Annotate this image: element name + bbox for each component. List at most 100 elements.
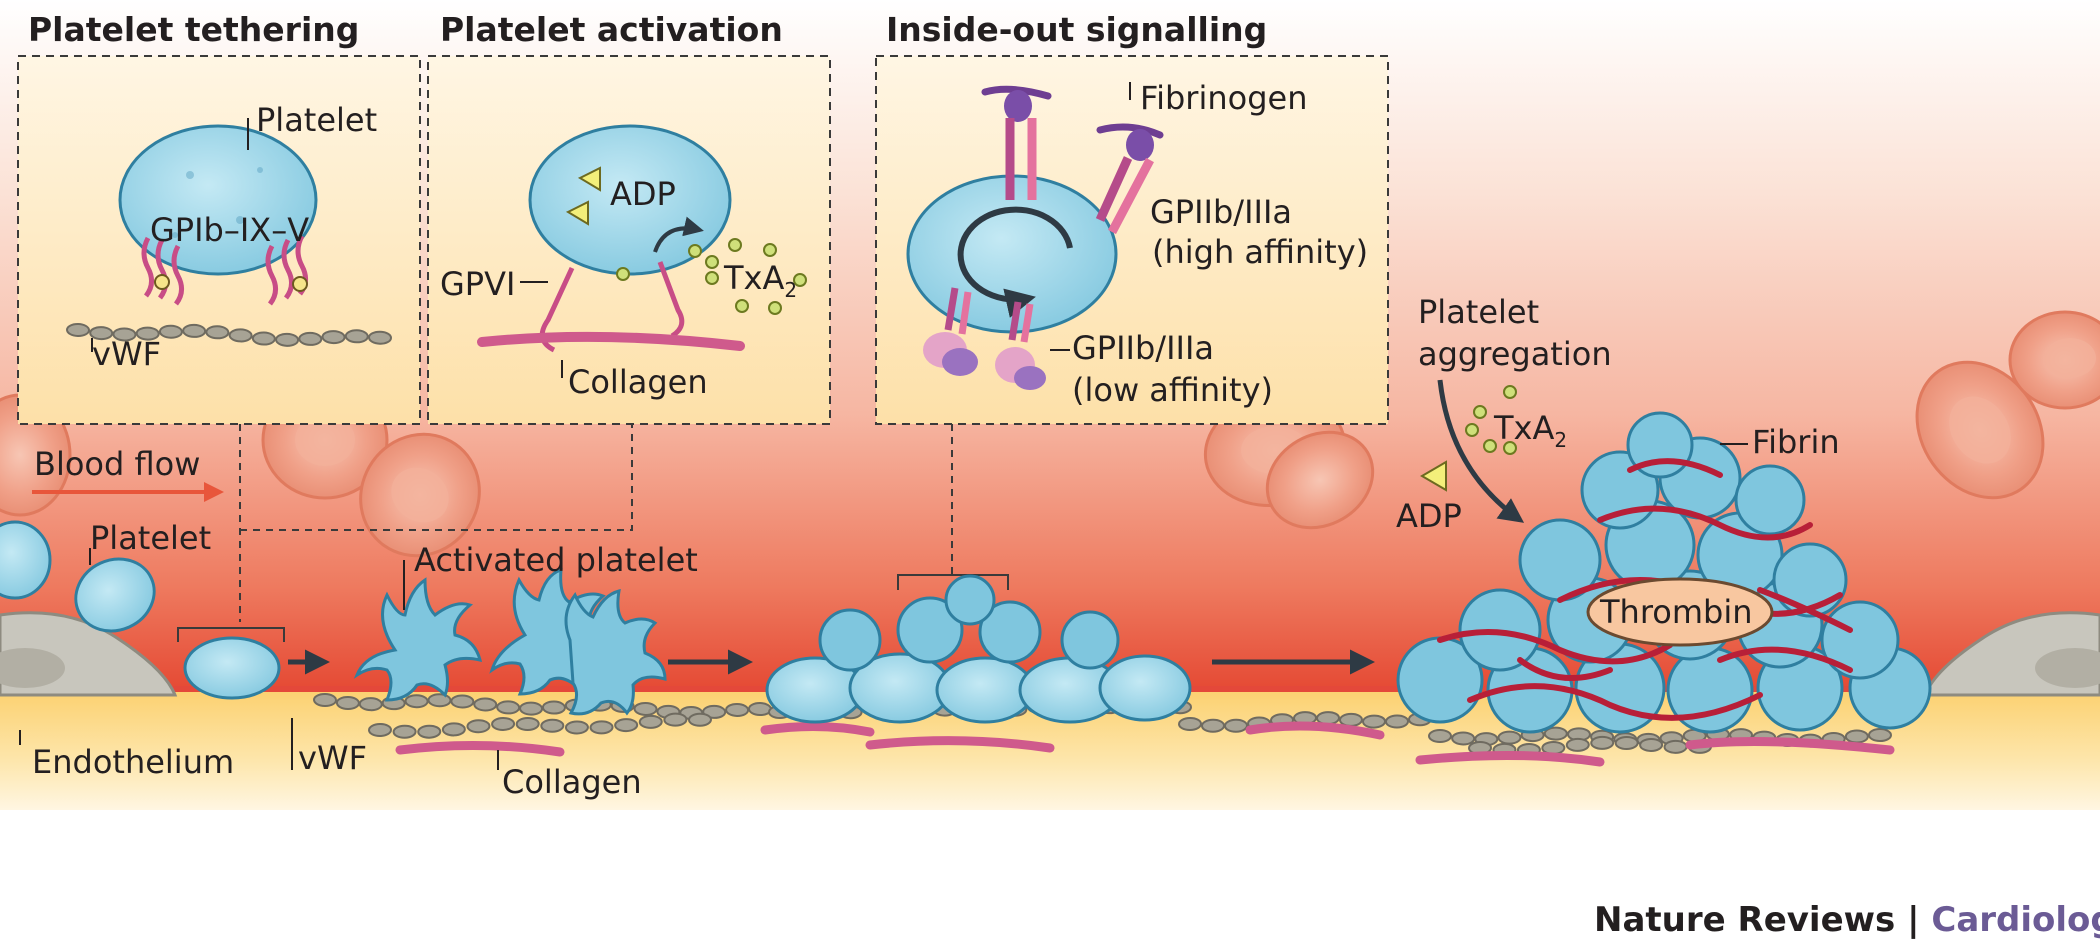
vwf-bead bbox=[1224, 718, 1248, 733]
label-txa2-main: TxA2 bbox=[1494, 409, 1568, 452]
thrombin-ellipse bbox=[1586, 577, 1774, 647]
vwf-bead bbox=[313, 692, 337, 708]
vwf-bead bbox=[335, 695, 360, 710]
vwf-bead bbox=[182, 323, 207, 338]
vwf-bead bbox=[404, 694, 429, 709]
label-platelet-inset: Platelet bbox=[256, 101, 378, 139]
label-fibrinogen: Fibrinogen bbox=[1140, 79, 1308, 117]
vwf-bead bbox=[515, 716, 540, 731]
vwf-bead bbox=[344, 329, 369, 344]
vwf-bead bbox=[89, 326, 114, 341]
vwf-bead bbox=[614, 718, 639, 733]
vwf-bead bbox=[725, 702, 750, 717]
vwf-bead bbox=[540, 718, 565, 733]
title-inside-out-signalling: Inside-out signalling bbox=[886, 10, 1268, 49]
vwf-bead bbox=[541, 700, 566, 715]
vwf-bead bbox=[228, 328, 253, 343]
title-platelet-activation: Platelet activation bbox=[440, 10, 783, 49]
label-adp-main: ADP bbox=[1396, 497, 1462, 535]
vwf-bead bbox=[158, 324, 183, 339]
vwf-bead bbox=[638, 714, 663, 729]
vwf-bead bbox=[1844, 729, 1869, 744]
vwf-bead bbox=[66, 322, 90, 338]
brand-separator: | bbox=[1895, 900, 1932, 940]
vwf-bead bbox=[1543, 726, 1568, 741]
label-gpvi: GPVI bbox=[440, 265, 516, 303]
vwf-bead bbox=[1385, 714, 1409, 729]
label-blood-flow: Blood flow bbox=[34, 445, 201, 483]
journal-brand: Nature Reviews | Cardiology bbox=[1594, 903, 2100, 937]
aggregation-arrow bbox=[1437, 379, 1525, 523]
low-affinity-receptors bbox=[923, 287, 1046, 390]
brand-section: Cardiology bbox=[1931, 900, 2100, 940]
vwf-bead bbox=[1868, 728, 1892, 743]
label-platelet-main: Platelet bbox=[90, 519, 212, 557]
vwf-bead bbox=[368, 722, 392, 738]
label-gpiib-low-2: (low affinity) bbox=[1072, 371, 1273, 409]
vwf-bead bbox=[275, 332, 300, 347]
vwf-bead bbox=[473, 697, 498, 712]
signalling-inset-art bbox=[906, 82, 1164, 390]
endothelial-cells bbox=[0, 611, 2100, 697]
vwf-bead bbox=[564, 720, 589, 735]
vwf-bead bbox=[1639, 737, 1664, 752]
label-activated-platelet: Activated platelet bbox=[414, 541, 698, 579]
label-gpib-ix-v: GPIb–IX–V bbox=[150, 211, 310, 249]
vwf-bead bbox=[1428, 728, 1452, 744]
vwf-bead bbox=[1663, 739, 1688, 754]
title-platelet-tethering: Platelet tethering bbox=[28, 10, 360, 49]
brand-journal: Nature Reviews bbox=[1594, 900, 1896, 940]
label-platelet-aggregation-1: Platelet bbox=[1418, 293, 1540, 331]
vwf-bead bbox=[1451, 731, 1476, 746]
vwf-bead bbox=[1339, 712, 1363, 727]
vwf-bead bbox=[491, 716, 516, 731]
label-collagen-main: Collagen bbox=[502, 763, 642, 801]
vwf-bead bbox=[205, 325, 230, 340]
vwf-bead bbox=[688, 712, 712, 727]
activated-platelets bbox=[353, 567, 667, 716]
thrombus bbox=[1396, 411, 1932, 734]
vwf-bead bbox=[417, 724, 442, 739]
label-txa2-inset: TxA2 bbox=[724, 259, 798, 302]
label-fibrin: Fibrin bbox=[1752, 423, 1840, 461]
vwf-bead bbox=[112, 327, 137, 342]
vwf-bead bbox=[427, 693, 452, 708]
vwf-bead bbox=[1590, 735, 1615, 750]
vwf-bead bbox=[1362, 714, 1386, 729]
vwf-bead bbox=[358, 697, 383, 712]
vwf-bead bbox=[441, 722, 466, 737]
label-collagen-inset: Collagen bbox=[568, 363, 708, 401]
label-adp-inset: ADP bbox=[610, 175, 676, 213]
label-vwf-inset: vWF bbox=[92, 335, 161, 373]
vwf-bead bbox=[748, 702, 772, 717]
mediators-main bbox=[1420, 385, 1517, 492]
inset-connectors bbox=[239, 424, 953, 622]
vwf-bead bbox=[298, 331, 323, 346]
label-thrombin: Thrombin bbox=[1600, 593, 1753, 631]
red-blood-cells bbox=[0, 310, 2100, 558]
label-endothelium: Endothelium bbox=[32, 743, 235, 781]
label-gpiib-high-2: (high affinity) bbox=[1152, 233, 1369, 271]
vwf-bead bbox=[392, 724, 417, 739]
vwf-bead bbox=[663, 712, 688, 727]
tethering-inset-art bbox=[66, 118, 392, 352]
label-gpiib-high-1: GPIIb/IIIa bbox=[1150, 193, 1292, 231]
activation-inset-art bbox=[477, 124, 807, 378]
vwf-bead bbox=[251, 331, 276, 346]
vwf-bead bbox=[1178, 716, 1202, 732]
label-vwf-main: vWF bbox=[298, 739, 367, 777]
vwf-bead bbox=[450, 694, 475, 709]
vwf-bead bbox=[1201, 718, 1225, 733]
label-gpiib-low-1: GPIIb/IIIa bbox=[1072, 329, 1214, 367]
platelet-aggregate-small bbox=[765, 574, 1192, 724]
vwf-bead bbox=[466, 719, 491, 734]
collagen-fibres bbox=[395, 721, 1895, 767]
vwf-bead bbox=[368, 330, 392, 345]
vwf-bead bbox=[519, 701, 544, 716]
label-platelet-aggregation-2: aggregation bbox=[1418, 335, 1612, 373]
vwf-bead bbox=[633, 701, 658, 716]
vwf-bead bbox=[1614, 736, 1639, 751]
fibrinogen-molecules bbox=[981, 85, 1164, 235]
vwf-bead bbox=[496, 700, 521, 715]
